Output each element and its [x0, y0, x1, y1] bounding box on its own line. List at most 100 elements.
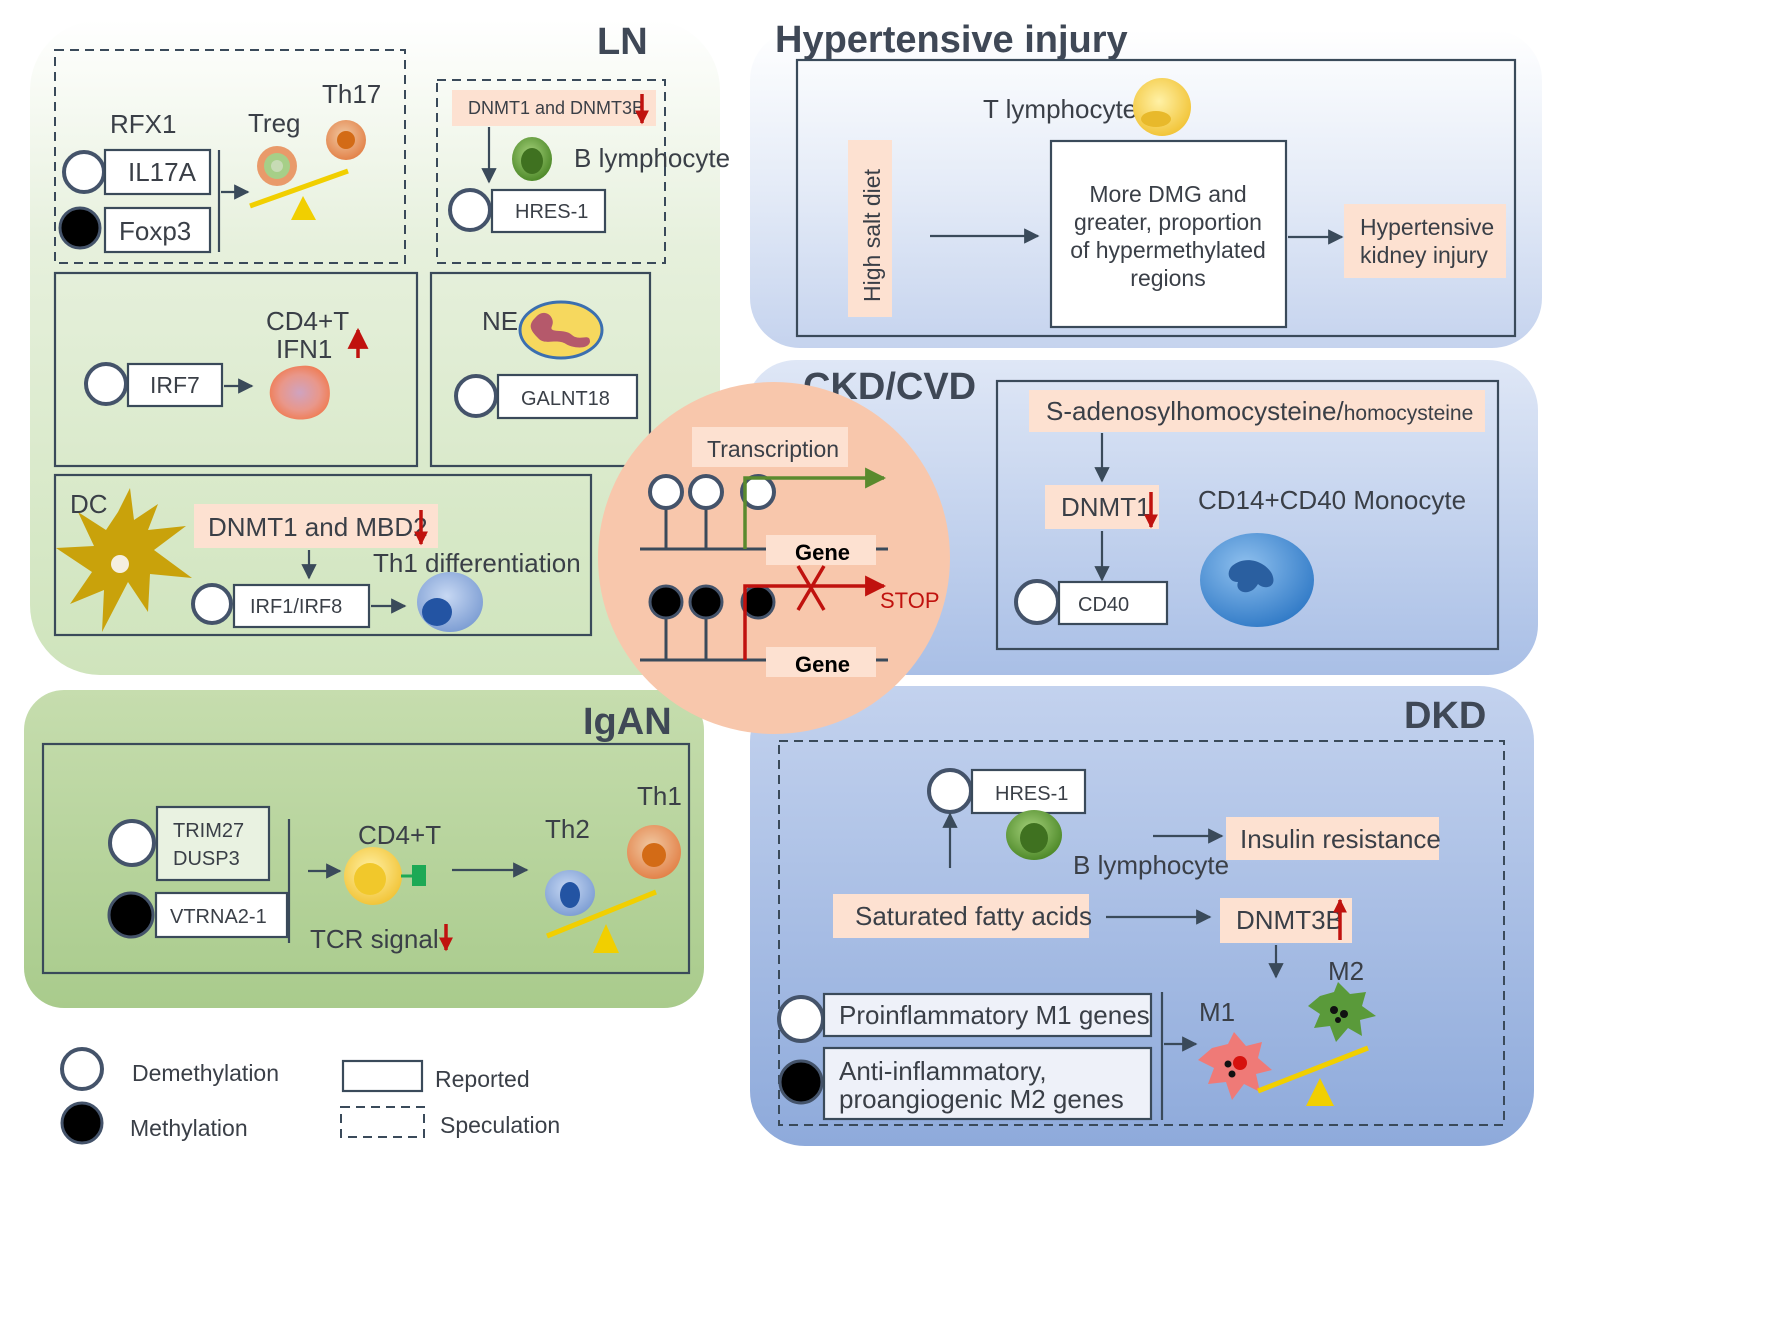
b-lymphocyte-nucleus [521, 148, 543, 174]
label-b-lymphocyte-dkd: B lymphocyte [1073, 850, 1229, 880]
monocyte-nucleus [1228, 560, 1274, 593]
label-rfx1: RFX1 [110, 109, 176, 139]
label-dmg-line1: More DMG and [1089, 181, 1246, 207]
b-lymphocyte-nucleus [1020, 823, 1048, 853]
label-anti-line2: proangiogenic M2 genes [839, 1084, 1124, 1114]
balance-fulcrum [593, 924, 619, 953]
demethylation-marker [448, 188, 492, 232]
label-cd4t: CD4+T [266, 306, 349, 336]
trim27-dusp3-box [155, 805, 271, 882]
dnmt3b-label-box [1220, 898, 1352, 943]
label-il17a: IL17A [128, 157, 197, 187]
legend-methylation-label: Methylation [130, 1115, 248, 1141]
sah-label-box [1029, 390, 1485, 432]
label-irf1-irf8: IRF1/IRF8 [250, 596, 342, 618]
gene-box-bottom [766, 647, 876, 677]
label-galnt18: GALNT18 [521, 388, 610, 410]
stop-cross [796, 565, 826, 611]
treg-cell-nucleus [271, 160, 283, 172]
label-sah-small: homocysteine [1344, 402, 1474, 425]
gene-box-top [766, 535, 876, 565]
th1-cell-nucleus [642, 843, 666, 867]
label-gene-top: Gene [795, 540, 850, 565]
balance-fulcrum [1306, 1078, 1334, 1106]
label-gene-bottom: Gene [795, 652, 850, 677]
label-b-lymphocyte: B lymphocyte [574, 143, 730, 173]
label-irf7: IRF7 [150, 372, 200, 398]
label-hres1-dkd: HRES-1 [995, 783, 1068, 805]
label-monocyte: CD14+CD40 Monocyte [1198, 485, 1466, 515]
methylation-marker [778, 1059, 824, 1105]
label-sah: S-adenosylhomocysteine/homocysteine [1046, 396, 1473, 426]
demethylation-marker [108, 819, 156, 867]
galnt18-box [496, 373, 639, 420]
dnmt1-label-box [1045, 485, 1159, 529]
t-lymphocyte-icon [1133, 78, 1191, 136]
ln-dc-frame [53, 473, 593, 637]
label-t-lymphocyte: T lymphocyte [983, 94, 1137, 124]
pro-m1-box [822, 992, 1153, 1038]
ckd-frame [995, 379, 1500, 651]
label-fatty-acids: Saturated fatty acids [855, 901, 1092, 931]
dmg-box [1049, 139, 1288, 329]
label-stop: STOP [880, 588, 940, 613]
dkd-speculation-frame [778, 740, 1505, 1126]
label-m1: M1 [1199, 997, 1235, 1027]
label-dnmt1-dnmt3b: DNMT1 and DNMT3B [468, 98, 644, 118]
label-dnmt1: DNMT1 [1061, 492, 1151, 522]
balance-beam [1257, 1045, 1369, 1094]
label-dusp3: DUSP3 [173, 848, 240, 870]
label-dmg-line3: of hypermethylated [1070, 237, 1266, 263]
section-title-igan: IgAN [583, 701, 672, 743]
section-title-dkd: DKD [1404, 695, 1486, 737]
irf1-irf8-box [232, 583, 371, 629]
neutrophil-nucleus [530, 312, 590, 348]
label-dmg-line2: greater, proportion [1074, 209, 1262, 235]
demethylation-marker [777, 995, 825, 1043]
m2-nucleus-dot [1335, 1017, 1341, 1023]
demethylation-marker [454, 374, 498, 418]
label-dmg-line4: regions [1130, 265, 1205, 291]
dendritic-cell-nucleus [111, 555, 129, 573]
demethylation-marker [648, 474, 684, 510]
label-transcription: Transcription [707, 436, 839, 462]
label-dc: DC [70, 489, 108, 519]
m2-nucleus-dot [1340, 1010, 1348, 1018]
outcome-label-box [1344, 204, 1506, 278]
label-dnmt1-mbd2: DNMT1 and MBD2 [208, 512, 428, 542]
foxp3-box [103, 206, 212, 254]
ln-rfx1-speculation-frame [54, 49, 406, 264]
label-vtrna: VTRNA2-1 [170, 906, 267, 928]
dnmt1-mbd2-label-box [194, 504, 438, 548]
label-ne: NE [482, 306, 518, 336]
igan-frame [41, 742, 691, 975]
cd40-box [1057, 580, 1169, 626]
t-lymphocyte-nucleus [1141, 111, 1171, 127]
cd4t-cell-icon [269, 365, 330, 420]
label-tcr-signal: TCR signal [310, 924, 439, 954]
vtrna-box [154, 891, 289, 939]
ln-bcell-speculation-frame [436, 79, 666, 264]
label-pro-m1: Proinflammatory M1 genes [839, 1000, 1150, 1030]
label-cd40: CD40 [1078, 594, 1129, 616]
label-cd4t-igan: CD4+T [358, 820, 441, 850]
transcription-arrow [743, 467, 887, 549]
label-insulin: Insulin resistance [1240, 824, 1441, 854]
fatty-acids-label-box [833, 894, 1089, 938]
balance-fulcrum [291, 196, 316, 220]
legend-methylation-icon [60, 1101, 104, 1145]
il17a-box [103, 148, 212, 196]
legend-demethylation-icon [60, 1047, 104, 1091]
label-th2: Th2 [545, 814, 590, 844]
dnmt1-dnmt3b-label-box [452, 90, 656, 126]
methylation-marker [688, 584, 724, 620]
label-foxp3: Foxp3 [119, 216, 191, 246]
m1-nucleus [1233, 1056, 1247, 1070]
legend-reported-label: Reported [435, 1066, 530, 1092]
legend-speculation-icon [340, 1106, 425, 1138]
methylation-marker [58, 206, 102, 250]
demethylation-marker [62, 150, 106, 194]
ln-galnt18-frame [429, 271, 652, 468]
